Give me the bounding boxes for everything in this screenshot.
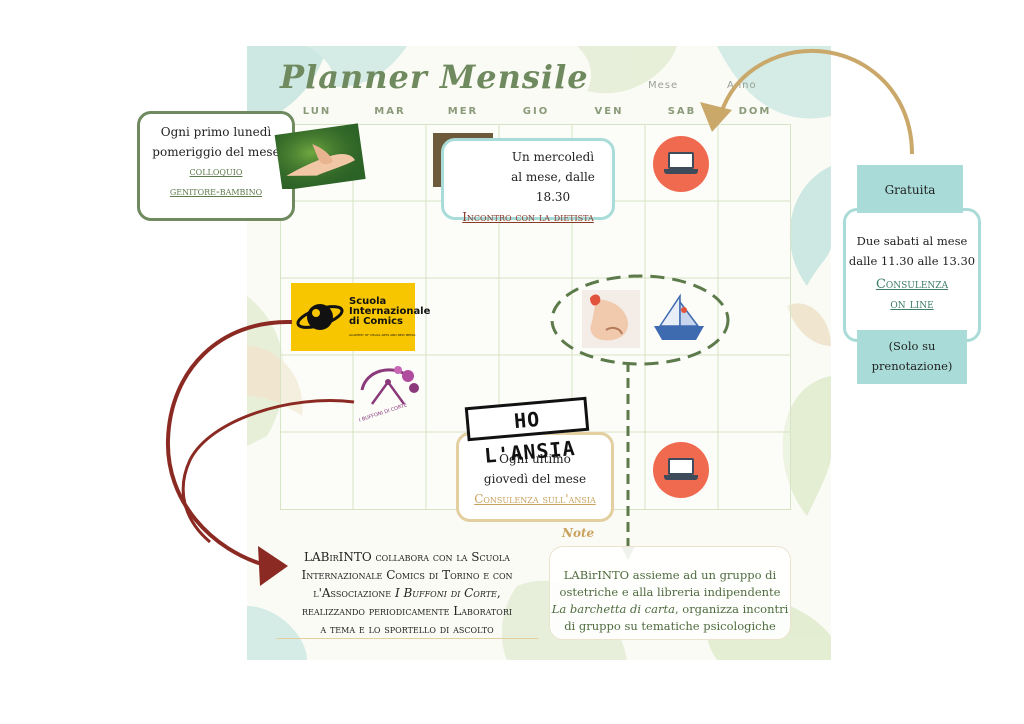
year-label: Anno: [727, 80, 757, 91]
day-header-wed: MER: [447, 106, 479, 117]
collab-line-4: realizzando periodicamente Laboratori: [301, 604, 513, 618]
consulting-line-1: Due sabati al mese: [856, 234, 968, 248]
day-header-mon: LUN: [302, 106, 332, 117]
gratuita-label: Gratuita: [884, 183, 936, 197]
buffoni-juggler-icon: [360, 366, 419, 405]
month-label: Mese: [648, 80, 679, 91]
scuola-comics-logo: Scuola Internazionale di Comics ACADEMY …: [291, 283, 430, 351]
genitore-bambino-link[interactable]: genitore-bambino: [169, 185, 263, 198]
note-label: Note: [562, 526, 595, 540]
collab-line-3: l'Associazione I Buffoni di Corte,: [276, 584, 538, 602]
consulting-info-box: Due sabati al mese dalle 11.30 alle 13.3…: [843, 208, 981, 342]
comics-line-1: Scuola: [349, 296, 387, 307]
hands-photo: [274, 123, 366, 189]
comics-line-3: di Comics: [349, 316, 404, 327]
dashed-group-ellipse: [550, 274, 730, 366]
laptop-icon: [653, 136, 709, 192]
barchetta-name: La barchetta di carta: [551, 602, 675, 616]
group-line-2: ostetriche e alla libreria indipendente: [559, 585, 781, 599]
wednesday-info-box: Un mercoledì al mese, dalle 18.30 Incont…: [441, 138, 615, 224]
gratuita-badge: Gratuita: [857, 165, 963, 213]
day-header-sun: DOM: [738, 106, 772, 117]
ansia-line-1: Ogni ultimo: [459, 449, 611, 469]
day-header-sat: SAB: [667, 106, 697, 117]
ansia-line-2: giovedì del mese: [483, 472, 587, 486]
group-line-3: La barchetta di carta, organizza incontr…: [550, 601, 790, 618]
prenotazione-line-2: prenotazione): [871, 359, 953, 373]
collab-line-5: a tema e lo sportello di ascolto: [320, 622, 494, 636]
red-curved-arrows: [165, 319, 355, 586]
curved-arrow-top: [700, 49, 914, 155]
day-header-tue: MAR: [374, 106, 406, 117]
pregnancy-icon: [582, 290, 640, 348]
ansia-info-box: Ogni ultimo giovedì del mese Consulenza …: [456, 432, 614, 522]
buffoni-logo: I BUFFONI DI CORTE: [352, 360, 426, 428]
collaboration-note: LABirINTO collabora con la Scuola Intern…: [276, 548, 538, 639]
colloquio-link[interactable]: colloquio: [189, 165, 243, 178]
group-line-1: LABirINTO assieme ad un gruppo di: [563, 568, 777, 582]
consulting-line-2: dalle 11.30 alle 13.30: [848, 254, 976, 268]
collab-line-3c: ,: [496, 586, 501, 600]
comics-planet-icon: [296, 304, 344, 330]
wednesday-line-2: al mese, dalle 18.30: [511, 170, 595, 204]
consulenza-link[interactable]: Consulenza: [875, 277, 949, 292]
ansia-stamp-text: HO L'ANSIA: [483, 406, 577, 468]
paper-boat-icon: [654, 293, 704, 340]
collab-line-1: LABirINTO collabora con la Scuola: [304, 550, 510, 564]
monday-info-box: Ogni primo lunedì pomeriggio del mese co…: [137, 111, 295, 221]
monday-line-1: Ogni primo lunedì: [160, 125, 272, 139]
online-link[interactable]: on line: [890, 297, 934, 312]
day-header-thu: GIO: [522, 106, 550, 117]
collab-line-2: Internazionale Comics di Torino e con: [301, 568, 513, 582]
day-header-fri: VEN: [594, 106, 624, 117]
leaf-background: [247, 46, 831, 660]
comics-tagline: ACADEMY OF VISUAL ARTS AND NEW MEDIA: [349, 333, 416, 337]
wednesday-line-1: Un mercoledì: [511, 150, 595, 164]
collab-line-3a: l'Associazione: [313, 586, 395, 600]
buffoni-name: I Buffoni di Corte: [394, 586, 497, 600]
group-line-4: di gruppo su tematiche psicologiche: [564, 619, 776, 633]
monday-line-2: pomeriggio del mese: [152, 145, 280, 159]
group-note-box: LABirINTO assieme ad un gruppo di ostetr…: [549, 546, 791, 640]
prenotazione-badge: (Solo su prenotazione): [857, 330, 967, 384]
laptop-icon: [653, 442, 709, 498]
ansia-link[interactable]: Consulenza sull'ansia: [474, 492, 596, 506]
group-line-3b: , organizza incontri: [674, 602, 789, 616]
comics-line-2: Internazionale: [349, 306, 431, 317]
planner-title: Planner Mensile: [280, 58, 589, 96]
prenotazione-line-1: (Solo su: [888, 339, 936, 353]
dashed-down-arrow: [621, 362, 635, 560]
dietista-link[interactable]: Incontro con la dietista: [462, 210, 594, 224]
